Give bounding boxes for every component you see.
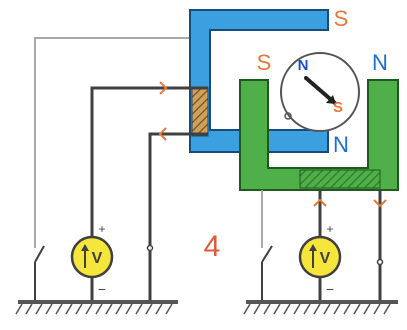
right-source-symbol: V (320, 250, 331, 267)
blue-coil (191, 87, 209, 137)
left-source-minus: − (98, 281, 106, 297)
right-closed-switch (376, 258, 384, 266)
green-left-pole-label: S (257, 50, 272, 75)
right-source-plus: + (326, 222, 333, 236)
right-voltage-source: V + − (298, 222, 342, 297)
compass-south-label: S (333, 99, 343, 116)
left-voltage-source: V + − (70, 222, 114, 297)
green-right-pole-label: N (372, 50, 388, 75)
green-electromagnet (239, 79, 399, 191)
compass: N S (280, 52, 360, 132)
ground-right (243, 300, 398, 315)
left-switch (34, 238, 45, 300)
current-arrow-3 (313, 198, 327, 207)
left-source-plus: + (98, 222, 105, 236)
current-arrow-4 (373, 199, 387, 208)
blue-electromagnet (189, 9, 329, 153)
left-lower-wire (148, 132, 208, 238)
blue-upper-pole-label: S (334, 6, 349, 31)
current-arrow-2 (158, 127, 167, 141)
current-arrow-1 (159, 81, 168, 95)
left-source-symbol: V (92, 250, 103, 267)
left-closed-switch (146, 238, 154, 262)
green-coil (299, 169, 381, 189)
right-switch (261, 238, 273, 300)
left-upper-wire (90, 86, 208, 238)
blue-lower-pole-label: N (333, 132, 349, 157)
compass-north-label: N (298, 57, 309, 74)
right-source-minus: − (326, 281, 334, 297)
figure-number: 4 (204, 230, 221, 263)
ground-left (15, 300, 178, 315)
left-ground-wire (34, 37, 192, 238)
